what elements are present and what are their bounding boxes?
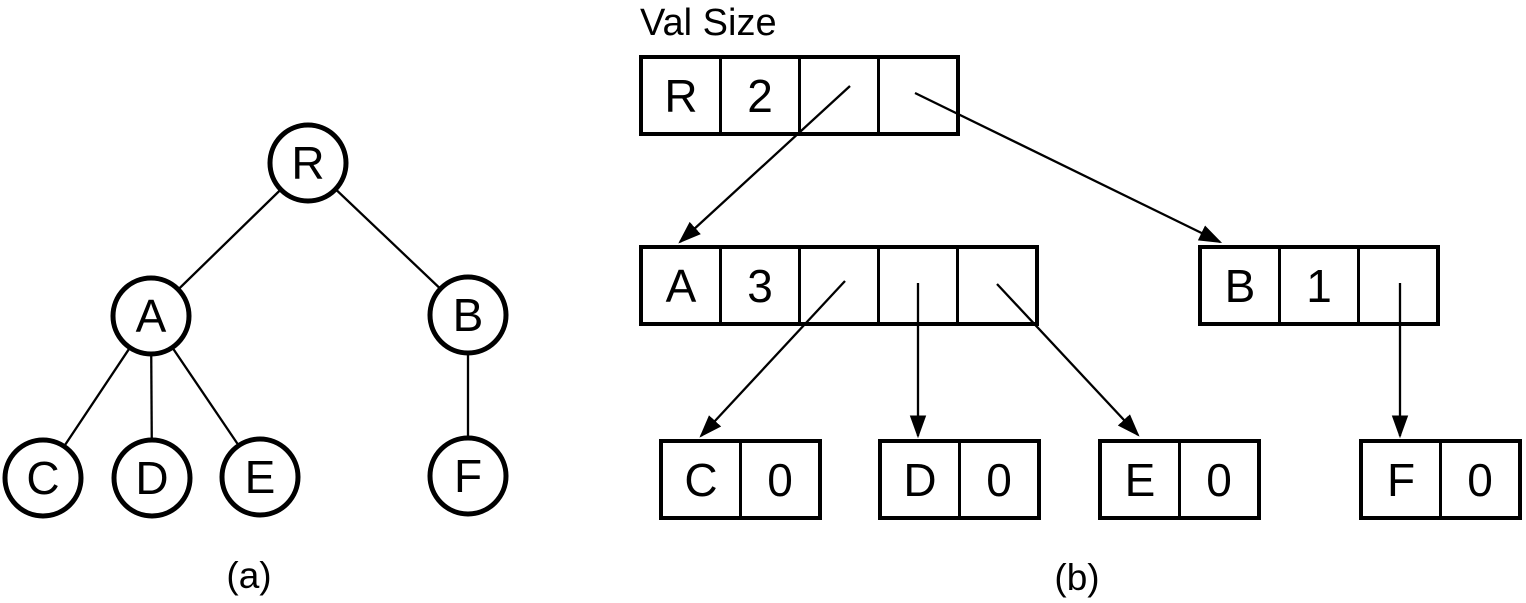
- record-F: F 0: [1359, 439, 1522, 520]
- record-B-val-cell: B: [1224, 259, 1256, 312]
- record-B-pointer-cell-0: [1357, 249, 1436, 322]
- panel-a-caption: (a): [226, 555, 272, 596]
- tree-node-B-label: B: [453, 289, 484, 341]
- record-A-pointer-cell-0: [798, 249, 877, 322]
- record-A-size-cell: 3: [719, 249, 798, 322]
- tree-node-A-circle: [110, 275, 192, 357]
- tree-node-A-label: A: [136, 290, 167, 342]
- record-B-size-cell: 1: [1278, 249, 1357, 322]
- record-D: D 0: [878, 439, 1041, 520]
- record-A-val-cell: A: [665, 259, 697, 312]
- tree-edge-A-E: [150, 315, 261, 478]
- record-R-size-cell: 2: [719, 59, 798, 132]
- record-D-size-cell: 0: [958, 443, 1037, 516]
- record-F-size-cell: 0: [1439, 443, 1518, 516]
- tree-edge-A-D: [149, 315, 154, 479]
- tree-node-E-circle: [219, 436, 301, 518]
- tree-edge-R-A: [150, 162, 309, 317]
- record-C: C 0: [659, 439, 822, 520]
- tree-node-R-label: R: [291, 137, 324, 189]
- tree-node-E-label: E: [245, 451, 276, 503]
- panel-b-caption: (b): [1054, 557, 1100, 598]
- record-A-pointer-cell-1: [877, 249, 956, 322]
- record-E-val-cell: E: [1124, 453, 1156, 506]
- record-R-pointer-cell-1: [877, 59, 956, 132]
- record-A-pointer-cell-2: [956, 249, 1035, 322]
- tree-node-B-circle: [427, 274, 509, 356]
- record-B: B 1: [1198, 245, 1440, 326]
- tree-node-R-circle: [267, 122, 349, 204]
- record-F-val-cell: F: [1386, 453, 1416, 506]
- pointer-arrow-R-to-B: [914, 91, 1223, 244]
- val-size-column-header: Val Size: [640, 2, 777, 44]
- record-R-val-cell: R: [664, 69, 698, 122]
- tree-node-F-circle: [427, 435, 509, 517]
- record-R-pointer-cell-0: [798, 59, 877, 132]
- record-E: E 0: [1098, 439, 1261, 520]
- tree-node-C-circle: [2, 437, 84, 519]
- tree-node-D-label: D: [135, 452, 168, 504]
- tree-node-F-label: F: [454, 450, 482, 502]
- record-R: R 2: [639, 55, 960, 136]
- tree-node-D-circle: [111, 437, 193, 519]
- tree-node-C-label: C: [26, 452, 59, 504]
- tree-edge-R-B: [307, 162, 469, 316]
- record-D-val-cell: D: [903, 453, 937, 506]
- record-C-val-cell: C: [684, 453, 718, 506]
- tree-edge-A-C: [42, 315, 152, 479]
- record-C-size-cell: 0: [739, 443, 818, 516]
- record-E-size-cell: 0: [1178, 443, 1257, 516]
- record-A: A 3: [639, 245, 1039, 326]
